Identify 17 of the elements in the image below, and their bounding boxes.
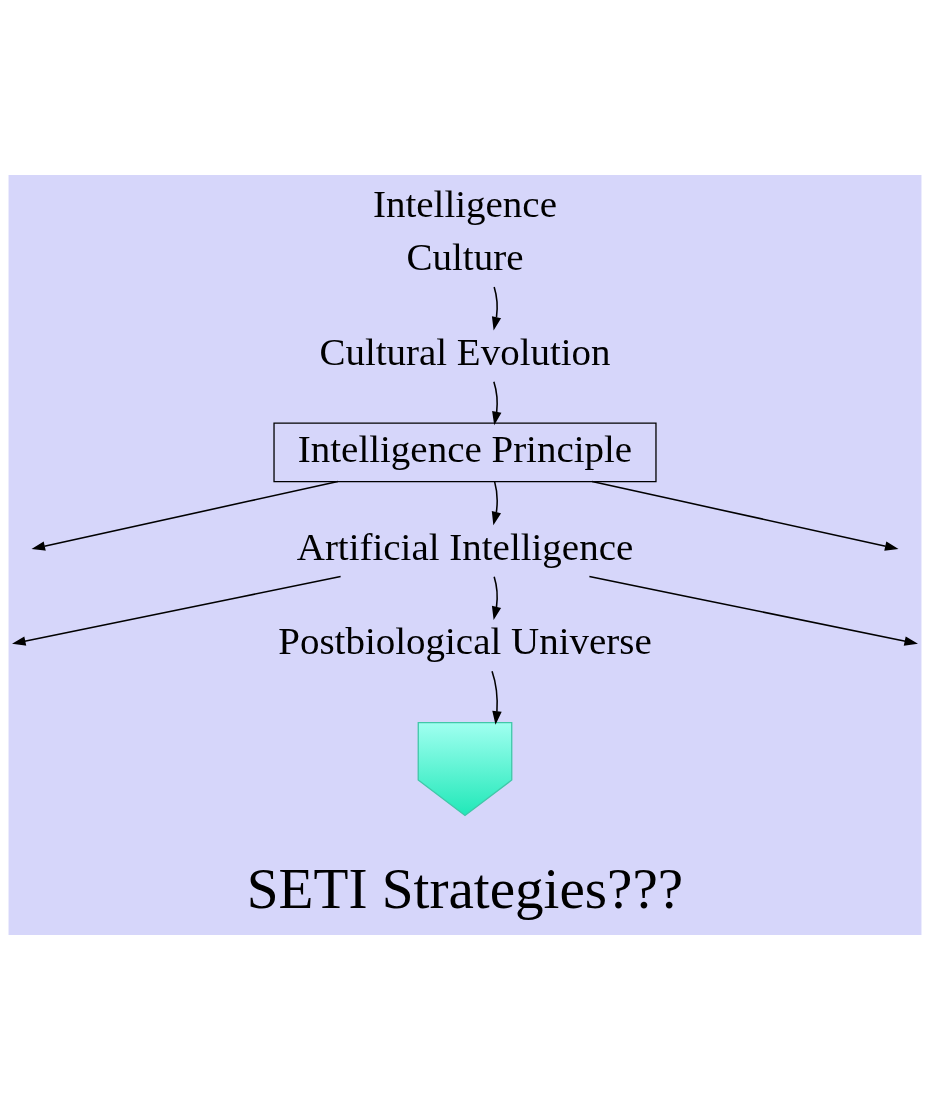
node-arrow: [417, 721, 513, 816]
node-text: Postbiological Universe: [278, 618, 652, 662]
node-text: Cultural Evolution: [319, 329, 611, 373]
arrow: [491, 285, 502, 330]
arrow: [31, 480, 339, 551]
node-text: Artificial Intelligence: [296, 524, 634, 568]
node-text: SETI Strategies???: [246, 856, 684, 920]
arrow: [591, 480, 899, 551]
diagram-title: Intelligence: [373, 181, 557, 225]
arrow: [491, 670, 502, 725]
node-text: Culture: [406, 234, 524, 278]
arrow: [492, 380, 502, 425]
arrow: [12, 575, 342, 646]
arrow: [588, 575, 918, 646]
arrow: [491, 575, 502, 620]
arrow: [491, 480, 502, 525]
node-box: Intelligence Principle: [273, 422, 657, 482]
